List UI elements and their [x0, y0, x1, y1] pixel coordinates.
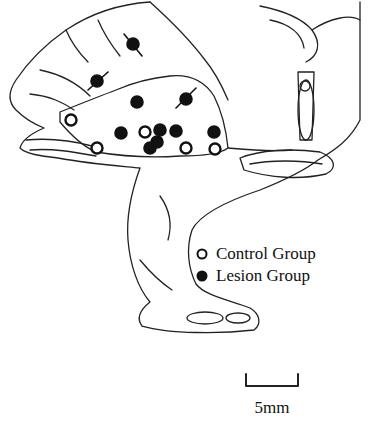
site-markers: [66, 34, 221, 155]
sulcus: [98, 20, 120, 56]
legend-entry: Lesion Group: [196, 266, 312, 286]
thalamus: [298, 72, 314, 140]
internal-capsule: [150, 2, 228, 100]
caudate: [312, 17, 360, 30]
sulcus: [30, 94, 74, 110]
sulcus: [66, 30, 88, 62]
third-ventricle: [298, 80, 314, 140]
temporal-fold: [140, 260, 172, 290]
section-outline: [10, 2, 360, 333]
scale-bar: [246, 374, 298, 386]
amygdala-region: [60, 76, 228, 157]
sulcus: [26, 139, 92, 146]
brainstem-fold: [240, 150, 333, 177]
brainstem-fold: [250, 161, 322, 164]
legend-label: Control Group: [214, 244, 318, 264]
legend-symbol: [196, 248, 208, 260]
legend-label: Lesion Group: [214, 266, 312, 286]
optic-structure: [187, 312, 223, 324]
lateral-ventricle: [270, 20, 304, 48]
optic-structure: [226, 313, 250, 323]
sulcus: [40, 70, 90, 96]
sulcus: [30, 149, 96, 156]
legend-symbol: [196, 270, 208, 282]
lateral-ventricle: [260, 6, 318, 62]
small-structure: [300, 81, 310, 91]
scale-label: 5mm: [253, 398, 292, 418]
temporal-fold: [160, 196, 170, 240]
legend-entry: Control Group: [196, 244, 318, 264]
